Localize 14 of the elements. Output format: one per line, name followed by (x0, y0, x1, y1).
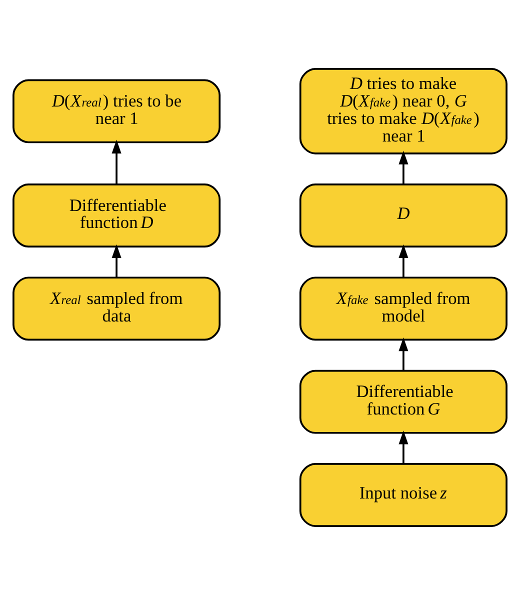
node-box: D tries to make D(Xfake) near 0, G tries to make D(Xfake) near 1 (299, 68, 508, 154)
node-box: Xreal sampled from data (12, 276, 221, 340)
node-box: Differentiable function G (299, 369, 508, 434)
node-box: Input noise z (299, 462, 508, 526)
arrow (398, 150, 408, 184)
node-box: D (299, 183, 508, 247)
arrow (112, 244, 122, 277)
node-box: Differentiable function D (12, 183, 221, 247)
arrow (398, 430, 408, 464)
node-box: D(Xreal) tries to be near 1 (12, 78, 221, 143)
node-box: Xfake sampled from model (299, 276, 508, 340)
arrow (398, 336, 408, 370)
arrow (398, 244, 408, 277)
arrow (112, 139, 122, 184)
